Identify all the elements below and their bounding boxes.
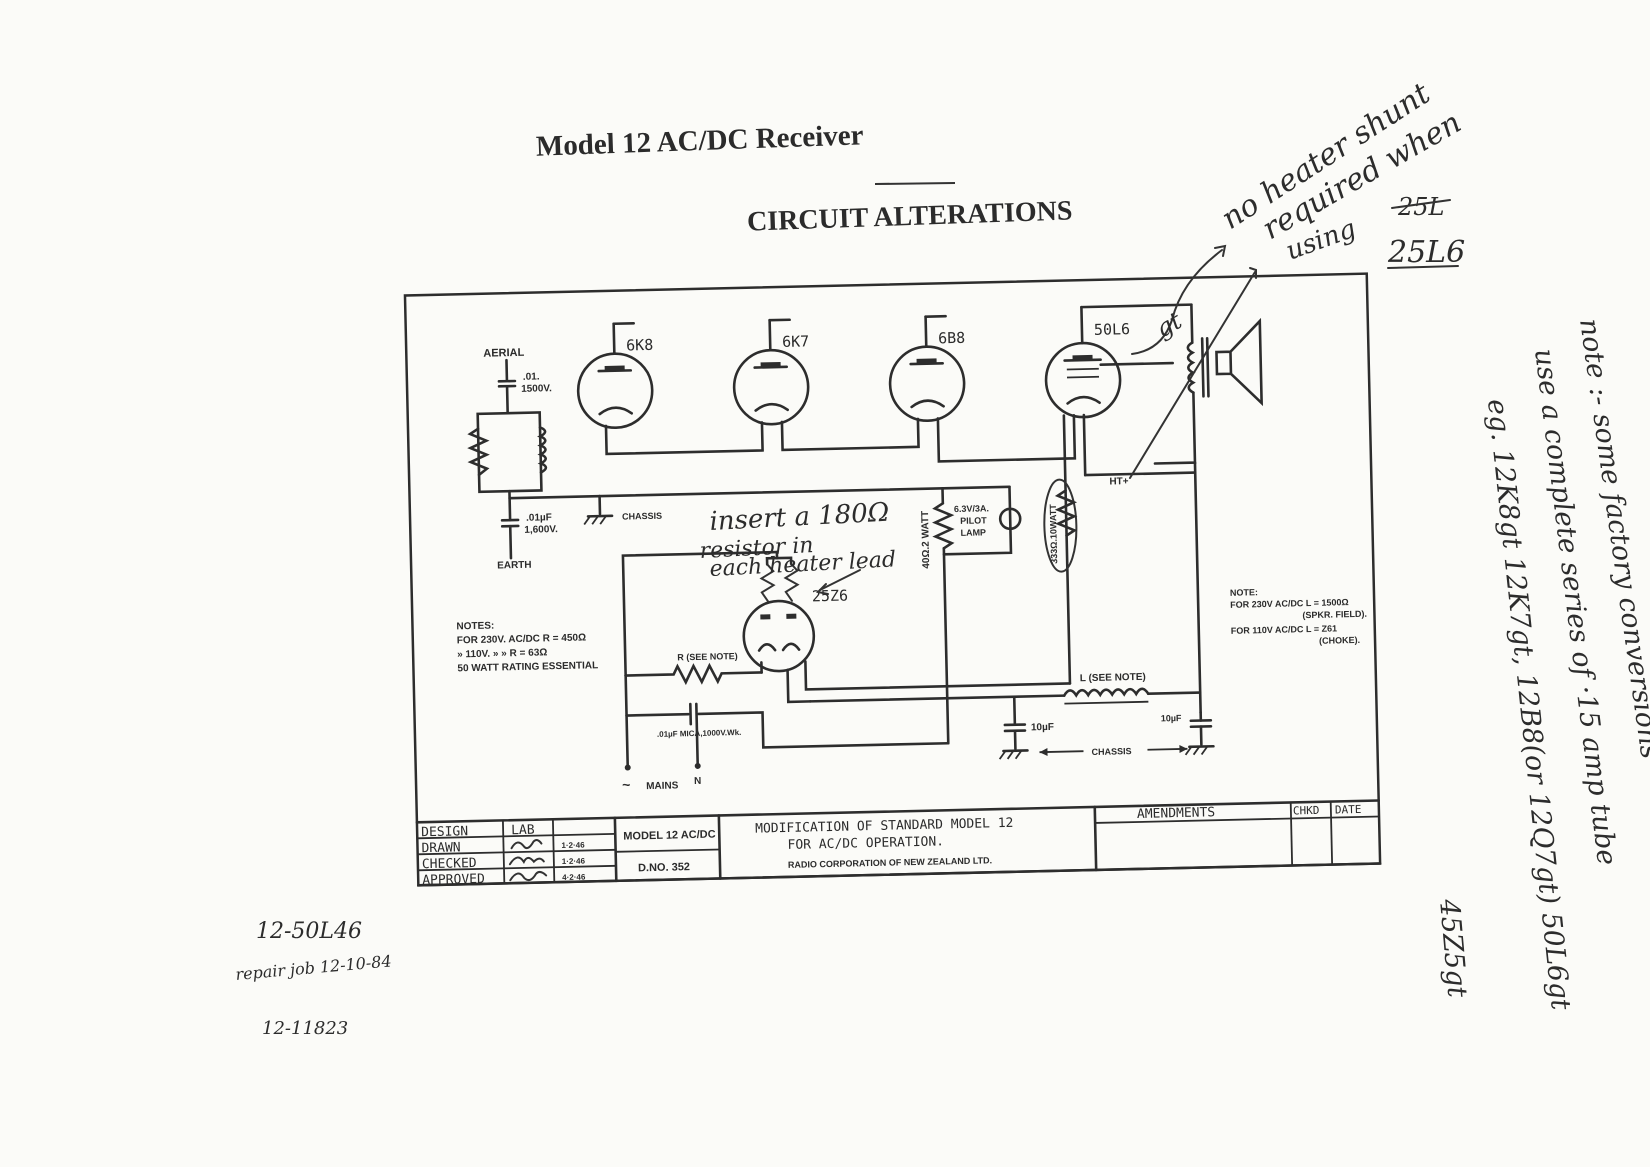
resistor-40-ohm — [932, 502, 955, 550]
tb-chkd: CHKD — [1293, 804, 1320, 818]
hand-left-3: 12-11823 — [262, 1018, 348, 1039]
tb-signature-2 — [508, 856, 545, 866]
notes-left-heading: NOTES: — [456, 621, 494, 633]
tube-6k7: 6K7 — [732, 318, 810, 426]
title-block: DESIGN DRAWN CHECKED APPROVED LAB 1·2·46… — [415, 799, 1382, 888]
notes-left-line3: 50 WATT RATING ESSENTIAL — [457, 660, 598, 674]
notes-right-heading: NOTE: — [1230, 587, 1258, 598]
tb-date-3: 4·2·46 — [562, 873, 586, 883]
hand-left-2: repair job 12-10-84 — [235, 951, 393, 984]
tb-role-2: CHECKED — [422, 856, 477, 872]
speaker-icon — [1215, 317, 1264, 407]
ht-plus-label: HT+ — [1109, 476, 1129, 487]
tube-label-6k7: 6K7 — [782, 332, 809, 351]
tube-label-6b8: 6B8 — [938, 329, 965, 348]
tb-model: MODEL 12 AC/DC — [623, 829, 716, 843]
tb-role-3: APPROVED — [422, 872, 485, 888]
tb-amendments: AMENDMENTS — [1137, 805, 1216, 822]
notes-right-line3: FOR 110V AC/DC L = Z61 — [1231, 623, 1337, 635]
mains-symbol: ~ — [622, 776, 631, 792]
page-subtitle: CIRCUIT ALTERATIONS — [747, 195, 1073, 237]
hand-arrow-2 — [1129, 271, 1256, 479]
drawing-border — [403, 272, 1382, 887]
resistor-333-circle — [1043, 478, 1078, 573]
notes-right-line1: FOR 230V AC/DC L = 1500Ω — [1230, 597, 1349, 610]
hand-side-4: 45Z5gt — [1433, 897, 1473, 999]
aerial-label: AERIAL — [483, 347, 524, 360]
resistor-40-label: 40Ω.2 WATT — [920, 511, 932, 569]
tb-signature-3 — [509, 870, 548, 882]
cap-10uf-left-label: 10µF — [1031, 722, 1054, 734]
chassis-symbol-top — [583, 514, 614, 525]
choke-l — [1062, 687, 1150, 698]
pilot-lamp — [998, 507, 1022, 531]
handwritten-note-side: note :- some factory conversions use a c… — [1433, 317, 1650, 1012]
tube-label-6k8: 6K8 — [626, 336, 653, 355]
pilot-label-1: PILOT — [960, 515, 987, 526]
notes-right-line2: (SPKR. FIELD). — [1302, 609, 1367, 620]
resistor-333-ohm — [1054, 489, 1078, 537]
aerial-cap-value: .01. — [523, 371, 540, 382]
notes-left-line1: FOR 230V. AC/DC R = 450Ω — [457, 632, 586, 646]
tb-drawing-no: D.NO. 352 — [638, 861, 690, 874]
notes-left: NOTES: FOR 230V. AC/DC R = 450Ω » 110V. … — [456, 621, 598, 675]
hand-top-4: 25L6 — [1387, 235, 1465, 270]
output-transformer — [1186, 341, 1196, 394]
hand-left-1: 12-50L46 — [256, 919, 362, 944]
chassis-top-label: CHASSIS — [622, 511, 662, 522]
hand-tube-suffix: gt — [1151, 306, 1187, 343]
mains-label: MAINS — [646, 780, 679, 792]
tb-date: DATE — [1335, 803, 1362, 817]
handwritten-note-left: 12-50L46 repair job 12-10-84 12-11823 — [235, 919, 393, 1039]
tube-label-25z6: 25Z6 — [812, 586, 849, 605]
pilot-value: 6.3V/3A. — [954, 503, 989, 514]
aerial-resistor — [467, 427, 490, 477]
hand-arrow-1 — [1131, 249, 1223, 355]
earth-cap-value: .01µF — [526, 512, 552, 524]
earth-cap-voltage: 1,600V. — [524, 524, 558, 536]
tube-6k8: 6K8 — [576, 321, 654, 430]
resistor-r — [624, 662, 763, 686]
r-see-note-label: R (SEE NOTE) — [677, 651, 738, 662]
notes-right: NOTE: FOR 230V AC/DC L = 1500Ω (SPKR. FI… — [1230, 587, 1367, 646]
notes-right-line4: (CHOKE). — [1319, 635, 1360, 646]
hand-insert-2: resistor in — [699, 533, 814, 564]
aerial-capacitor — [497, 379, 517, 388]
notes-left-line2: » 110V. » » R = 63Ω — [457, 647, 547, 660]
tube-25z6: 25Z6 — [742, 586, 849, 673]
mica-cap-label: .01µF MICA,1000V.Wk. — [657, 728, 742, 739]
tb-date-2: 1·2·46 — [562, 857, 586, 867]
tb-role-0: DESIGN — [421, 824, 468, 840]
hand-insert-1: insert a 180Ω — [709, 498, 890, 537]
aerial-coil — [537, 426, 548, 474]
page-title: Model 12 AC/DC Receiver — [535, 119, 864, 162]
chassis-symbol-left — [998, 749, 1029, 760]
title-divider — [874, 182, 956, 185]
pilot-label-2: LAMP — [960, 527, 986, 538]
chassis-bottom-label: CHASSIS — [1091, 746, 1131, 757]
resistor-333-label: 333Ω.10WATT — [1048, 504, 1059, 564]
tb-description-1: MODIFICATION OF STANDARD MODEL 12 — [755, 816, 1014, 837]
tb-company: RADIO CORPORATION OF NEW ZEALAND LTD. — [788, 855, 992, 870]
chassis-symbol-right — [1184, 744, 1215, 756]
tb-description-2: FOR AC/DC OPERATION. — [787, 834, 944, 853]
tb-date-1: 1·2·46 — [561, 841, 585, 851]
tube-6b8: 6B8 — [888, 314, 966, 422]
aerial-cap-voltage: 1500V. — [521, 383, 552, 395]
earth-label: EARTH — [497, 560, 532, 572]
cap-10uf-right-label: 10µF — [1161, 713, 1182, 723]
tb-role-1: DRAWN — [421, 840, 460, 856]
mains-n-label: N — [694, 776, 701, 787]
tb-initials-0: LAB — [511, 823, 535, 839]
handwritten-note-insert: insert a 180Ω resistor in each heater le… — [699, 498, 897, 595]
choke-label: L (SEE NOTE) — [1080, 672, 1146, 684]
tb-signature-1 — [510, 839, 543, 850]
handwritten-note-top-right: no heater shunt required when using 25L … — [1129, 76, 1467, 479]
tube-label-50l6: 50L6 — [1094, 320, 1131, 339]
